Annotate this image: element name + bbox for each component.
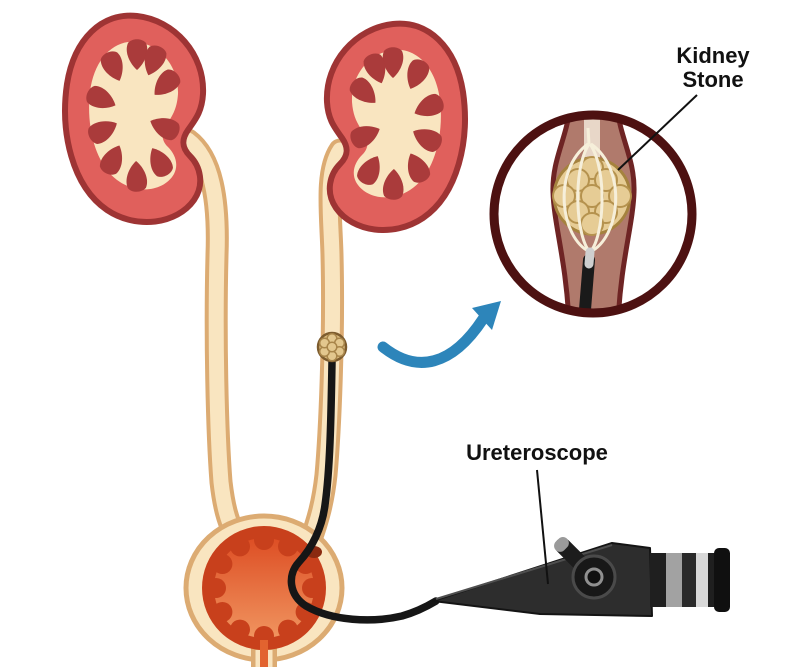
- scope-connector-cylinder: [650, 548, 730, 612]
- inset-scope-tip-band: [584, 247, 595, 269]
- ureteroscope-pointer-line: [536, 469, 549, 585]
- connector-end-cap: [714, 548, 730, 612]
- stone-retrieval-basket: [562, 127, 618, 254]
- eyepiece-lens: [584, 567, 604, 587]
- handle-highlight: [435, 544, 613, 600]
- ureteroscope-device: [432, 537, 730, 617]
- left-kidney: [65, 16, 203, 222]
- kidney-stone-label-line1: Kidney: [676, 43, 750, 68]
- zoom-arrow-icon: [377, 301, 501, 368]
- inset-magnified-view: [489, 110, 697, 318]
- scope-handle-body: [432, 542, 653, 617]
- left-ureter: [176, 128, 246, 546]
- right-kidney: [327, 24, 465, 230]
- ureteroscope-cable: [287, 358, 440, 624]
- kidney-stone-pointer-line: [617, 94, 698, 171]
- bladder-interior: [214, 538, 314, 638]
- bladder: [183, 513, 345, 667]
- kidney-stone-label-line2: Stone: [682, 67, 743, 92]
- bladder-scallops: [206, 530, 322, 646]
- inset-border-ring: [489, 110, 697, 318]
- ureteroscope-label: Ureteroscope: [466, 440, 608, 465]
- kidney-stone-in-ureter: [316, 331, 348, 363]
